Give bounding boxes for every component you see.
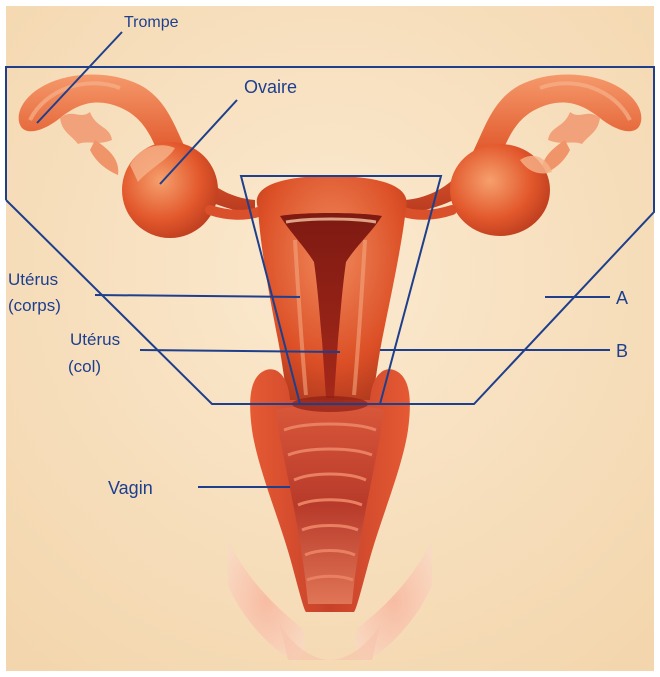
label-trompe: Trompe	[124, 14, 179, 31]
label-uterus-col-line2: (col)	[68, 357, 101, 376]
label-vagin: Vagin	[108, 478, 153, 498]
label-uterus-col-line1: Utérus	[70, 330, 120, 349]
label-a: A	[616, 288, 628, 308]
label-uterus-corps-line2: (corps)	[8, 296, 61, 315]
label-ovaire: Ovaire	[244, 77, 297, 97]
label-uterus-corps-line1: Utérus	[8, 270, 58, 289]
label-b: B	[616, 341, 628, 361]
